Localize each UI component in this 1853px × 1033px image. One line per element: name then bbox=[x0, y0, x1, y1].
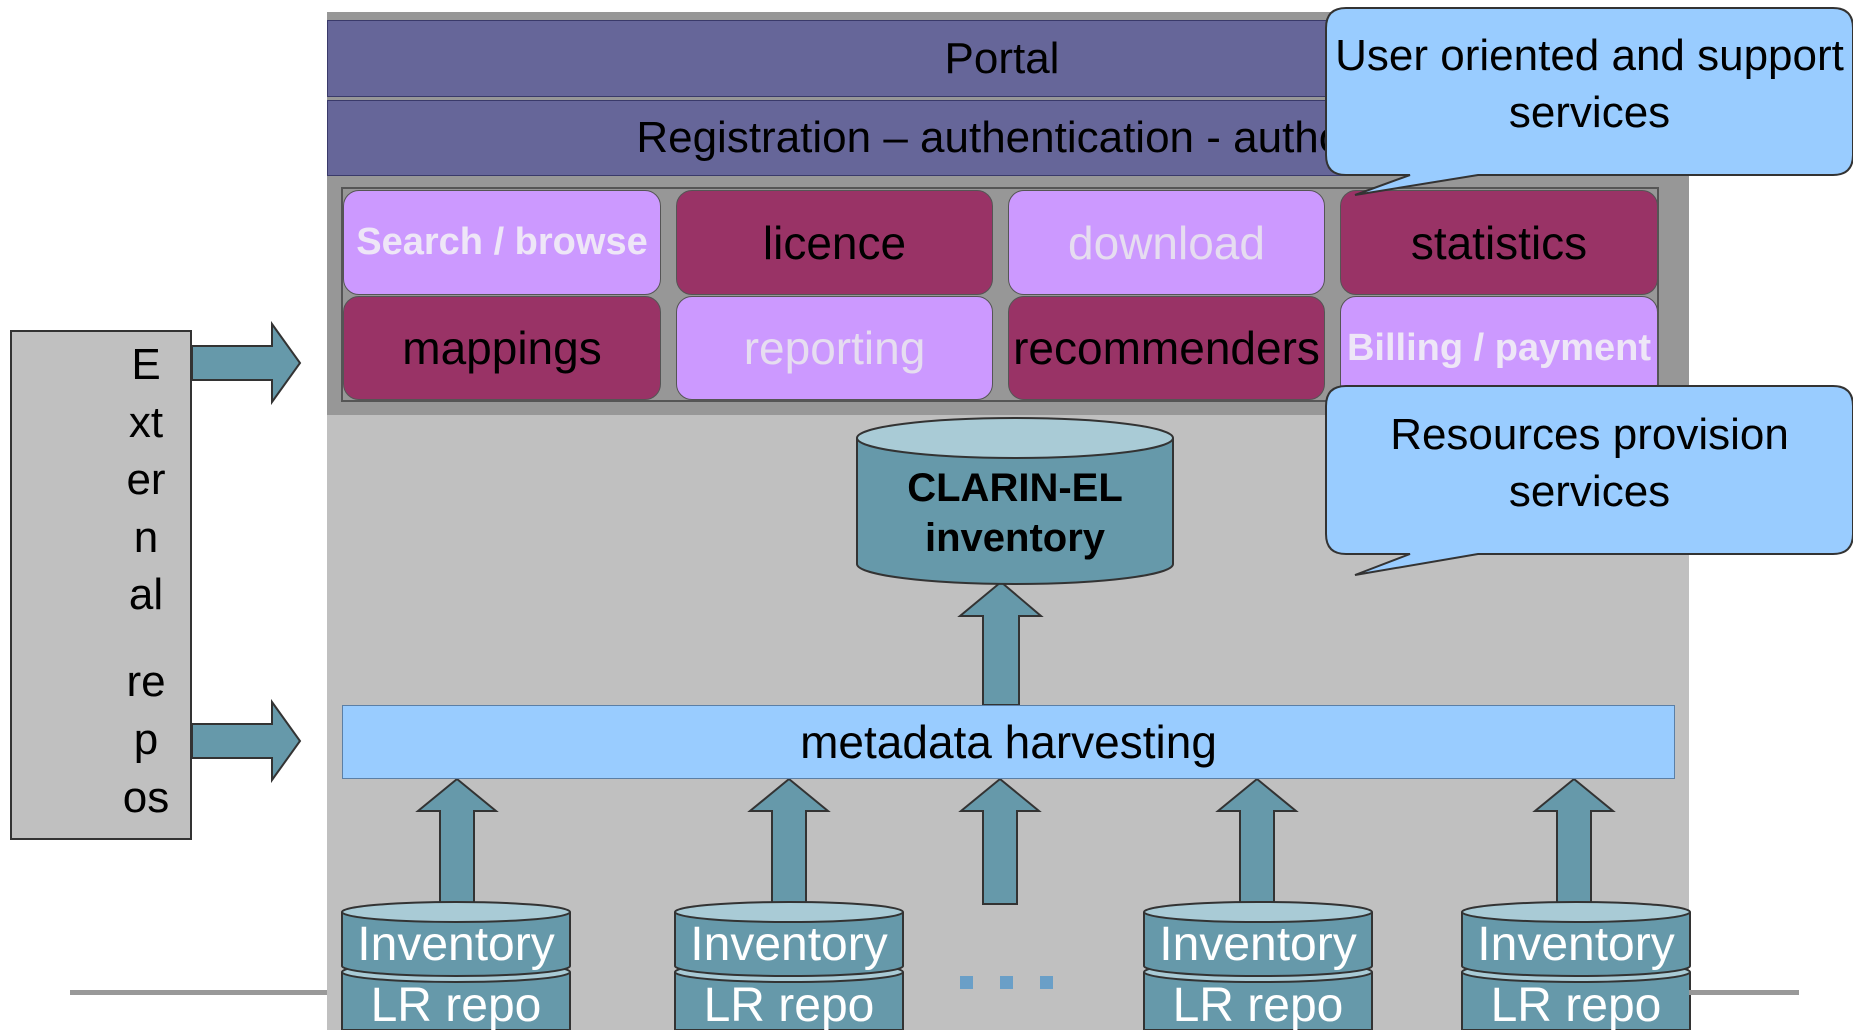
harvest-to-inventory-arrow bbox=[957, 580, 1044, 706]
service-download: download bbox=[1008, 190, 1325, 295]
external-arrow-top bbox=[191, 320, 302, 406]
external-letter-7: p bbox=[133, 715, 159, 764]
inventory-cylinder bbox=[856, 417, 1174, 585]
external-letter-1: E bbox=[131, 340, 161, 389]
services-grid-frame bbox=[341, 187, 1659, 402]
ellipsis-dots bbox=[960, 976, 1080, 994]
service-statistics: statistics bbox=[1340, 190, 1658, 295]
service-billing-payment: Billing / payment bbox=[1340, 296, 1658, 400]
resources-callout bbox=[1325, 385, 1853, 576]
repo-1-lr-label: LR repo bbox=[370, 979, 542, 1032]
service-reporting: reporting bbox=[676, 296, 993, 400]
metadata-harvesting-bar: metadata harvesting bbox=[342, 705, 1675, 779]
repo-1-inventory-label: Inventory bbox=[357, 918, 555, 971]
repo-arrow-5 bbox=[1532, 777, 1616, 905]
registration-label: Registration – authentication - authori bbox=[636, 113, 1368, 162]
dot bbox=[1040, 976, 1053, 989]
external-arrow-bottom bbox=[191, 698, 302, 784]
inventory-label-line1: CLARIN-EL bbox=[907, 466, 1123, 510]
external-letter-2: xt bbox=[128, 398, 164, 447]
external-repos-box bbox=[10, 330, 192, 840]
repo-cylinder-4 bbox=[1461, 901, 1691, 1030]
external-letter-8: os bbox=[122, 773, 170, 822]
repo-arrow-1 bbox=[415, 777, 499, 905]
external-letter-4: n bbox=[133, 513, 159, 562]
repo-cylinder-3 bbox=[1143, 901, 1373, 1030]
user-services-text: User oriented and support services bbox=[1335, 31, 1844, 137]
resources-services-text: Resources provision services bbox=[1390, 410, 1789, 516]
external-letter-5: al bbox=[128, 570, 164, 619]
service-search-browse: Search / browse bbox=[343, 190, 661, 295]
metadata-harvesting-label: metadata harvesting bbox=[800, 716, 1217, 768]
footer-rule-left bbox=[70, 990, 327, 995]
service-licence: licence bbox=[676, 190, 993, 295]
footer-rule-right bbox=[1689, 990, 1799, 995]
repo-2-lr-label: LR repo bbox=[703, 979, 875, 1032]
repo-arrow-4 bbox=[1215, 777, 1299, 905]
repo-arrow-2 bbox=[747, 777, 831, 905]
portal-label: Portal bbox=[944, 33, 1060, 83]
service-mappings: mappings bbox=[343, 296, 661, 400]
repo-2-inventory-label: Inventory bbox=[690, 918, 888, 971]
repo-3-inventory-label: Inventory bbox=[1159, 918, 1357, 971]
user-services-callout bbox=[1325, 7, 1853, 196]
external-letter-3: er bbox=[126, 455, 166, 504]
repo-cylinder-1 bbox=[341, 901, 571, 1030]
repo-arrow-3 bbox=[958, 777, 1042, 905]
repo-4-inventory-label: Inventory bbox=[1477, 918, 1675, 971]
inventory-label-line2: inventory bbox=[924, 516, 1106, 560]
repo-4-lr-label: LR repo bbox=[1490, 979, 1662, 1032]
repo-cylinder-2 bbox=[674, 901, 904, 1030]
service-recommenders: recommenders bbox=[1008, 296, 1325, 400]
external-letter-6: re bbox=[126, 657, 166, 706]
dot bbox=[960, 976, 973, 989]
dot bbox=[1000, 976, 1013, 989]
repo-3-lr-label: LR repo bbox=[1172, 979, 1344, 1032]
inventory-label: CLARIN-EL inventory bbox=[857, 463, 1173, 563]
